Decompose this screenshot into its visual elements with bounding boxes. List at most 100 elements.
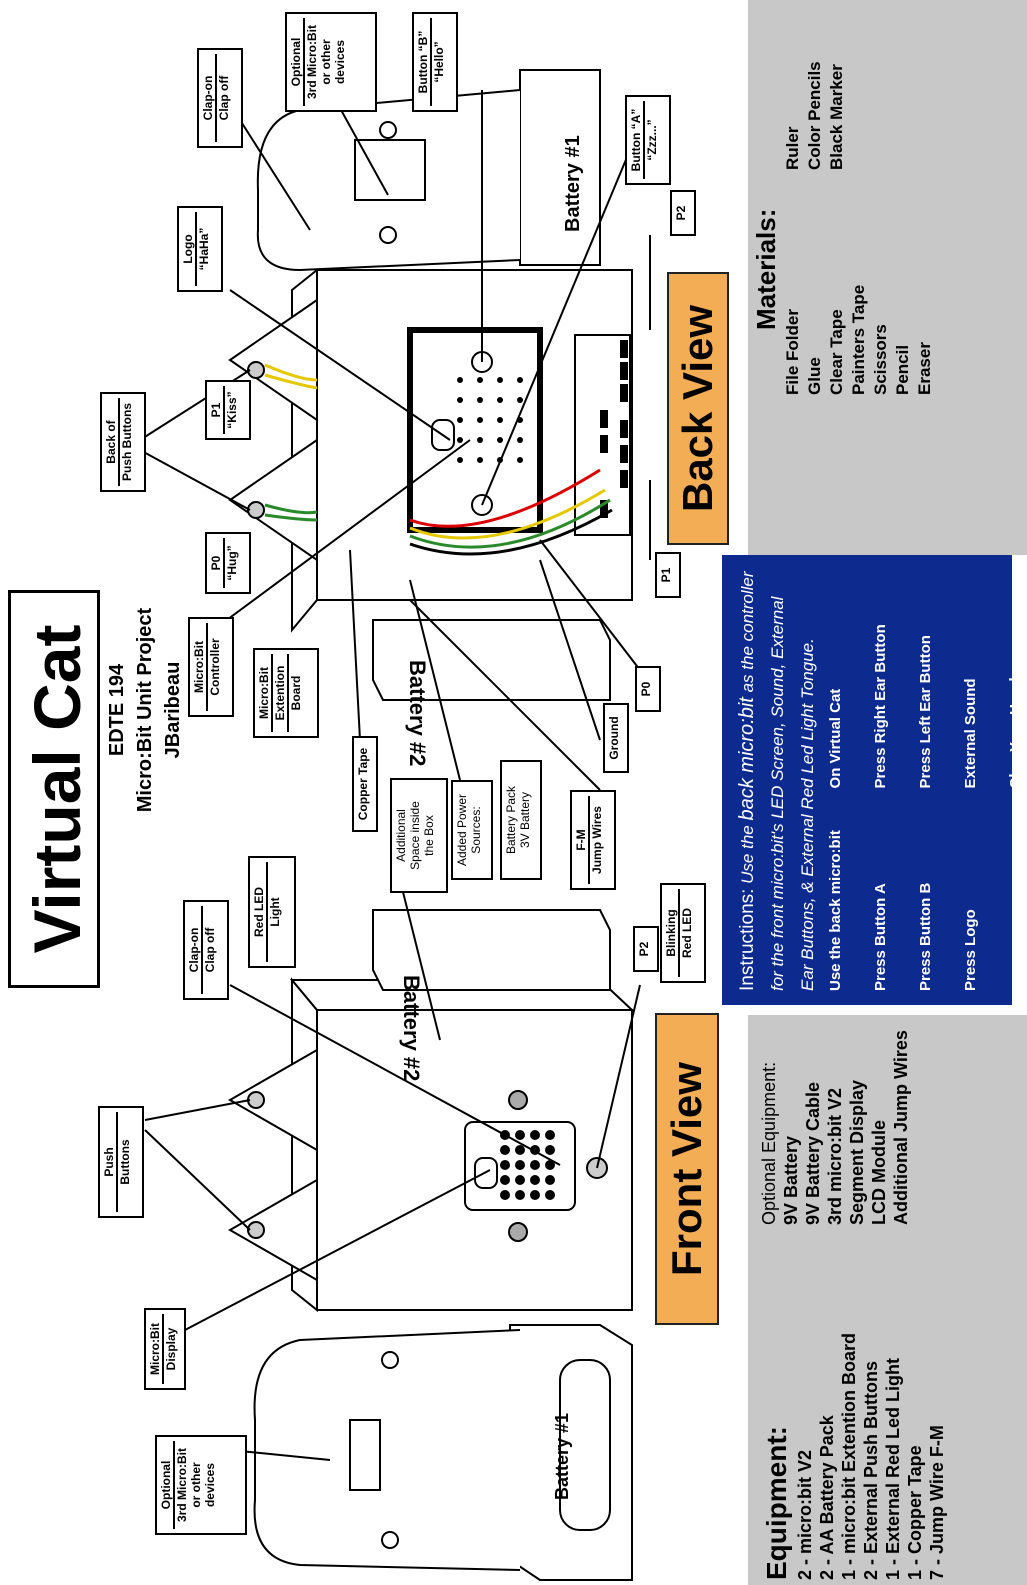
list-item: Color Pencils xyxy=(805,61,824,170)
label-microbit-display: Micro:Bit Display xyxy=(144,1308,186,1390)
label-p2-back: P2 xyxy=(670,190,696,236)
label-microbit-ext-board: Micro:Bit Extention Board xyxy=(253,648,319,738)
label-text: “Hello” xyxy=(430,18,446,106)
label-text: Jump Wires xyxy=(588,796,604,884)
label-p1-kiss: P1 “Kiss” xyxy=(205,380,251,440)
label-text: Board xyxy=(287,654,303,732)
label-text: Clap off xyxy=(215,54,231,142)
label-text: Light xyxy=(266,862,282,962)
label-text: P2 xyxy=(637,941,651,957)
instructions-prefix: Instructions: xyxy=(737,888,758,991)
ext-board-pins xyxy=(600,340,628,518)
label-text: 3rd Micro:Bit xyxy=(173,1441,189,1529)
list-item: 2 - External Push Buttons xyxy=(861,1360,881,1580)
label-text: Battery #2 xyxy=(405,660,430,767)
label-fm-jump: F-M Jump Wires xyxy=(570,790,616,890)
front-right-ear-button xyxy=(247,1221,265,1239)
label-added-power: Added Power Sources: xyxy=(451,780,493,880)
subtitle-author: JBaribeau xyxy=(162,560,185,860)
front-right-ear xyxy=(227,1178,318,1282)
label-text: Sources: xyxy=(469,806,483,854)
front-view-label: Front View xyxy=(655,1013,719,1325)
front-cat xyxy=(253,1329,521,1571)
label-text: Ground xyxy=(607,716,621,760)
front-view-text: Front View xyxy=(663,1062,710,1276)
label-text: Optional xyxy=(289,37,303,87)
equipment-heading: Equipment: xyxy=(761,1426,792,1580)
label-text: P0 xyxy=(209,555,223,571)
battery2-back-text: Battery #2 xyxy=(404,660,430,766)
label-optional-front: Optional 3rd Micro:Bit or other devices xyxy=(155,1435,247,1535)
label-text: Copper Tape xyxy=(356,747,370,821)
back-view-label: Back View xyxy=(667,272,729,545)
label-text: “HaHa” xyxy=(195,212,211,286)
materials-col2: Ruler Color Pencils Black Marker xyxy=(782,20,848,170)
materials-list: Materials: xyxy=(750,130,782,330)
label-text: Battery Pack xyxy=(504,785,518,855)
list-item: Ruler xyxy=(783,126,802,170)
label-optional-back: Optional 3rd Micro:Bit or other devices xyxy=(285,12,377,112)
label-ground: Ground xyxy=(603,703,629,773)
label-text: Space inside xyxy=(408,801,422,870)
label-p2-front: P2 xyxy=(633,926,659,972)
front-left-ear-button xyxy=(247,1091,265,1109)
label-text: Clap off xyxy=(201,906,217,994)
label-text: devices xyxy=(333,39,347,85)
label-text: P0 xyxy=(639,681,653,697)
list-item: 2 - micro:bit V2 xyxy=(795,1449,815,1580)
table-cell: Press Button B xyxy=(917,882,934,991)
label-button-a: Button “A” “Zzz...” xyxy=(625,95,671,185)
table-cell: Clap Your Hands xyxy=(1007,668,1024,789)
list-item: 7 - Jump Wire F-M xyxy=(927,1425,947,1580)
list-item: Glue xyxy=(805,357,824,395)
label-battery-pack: Battery Pack 3V Battery xyxy=(500,760,542,880)
front-left-ear xyxy=(227,1048,318,1152)
label-logo-haha: Logo “HaHa” xyxy=(177,206,223,292)
label-text: P2 xyxy=(674,205,688,221)
list-item: Painters Tape xyxy=(849,284,868,395)
label-additional-space: Additional Space inside the Box xyxy=(390,778,448,893)
optional-equipment-list: Optional Equipment: 9V Battery 9V Batter… xyxy=(758,1005,912,1225)
label-copper-tape: Copper Tape xyxy=(352,736,378,832)
label-text: or other xyxy=(319,39,333,85)
label-text: Battery #1 xyxy=(552,1412,572,1500)
label-text: Red LED xyxy=(678,889,694,977)
label-text: P1 xyxy=(209,402,223,418)
list-item: 9V Battery Cable xyxy=(803,1081,823,1225)
label-text: devices xyxy=(203,1462,217,1508)
back-view-text: Back View xyxy=(674,304,721,513)
label-text: 3V Battery xyxy=(518,791,532,849)
equipment-panel-bg xyxy=(748,1015,1027,1585)
label-clap-front: Clap-on Clap off xyxy=(183,900,229,1000)
materials-heading: Materials: xyxy=(751,208,781,330)
label-text: Micro:Bit xyxy=(257,667,271,719)
back-left-ear xyxy=(228,298,318,422)
list-item: LCD Module xyxy=(869,1120,889,1225)
label-text: P1 xyxy=(659,567,673,583)
label-text: Micro:Bit xyxy=(192,641,206,693)
title-box: Virtual Cat xyxy=(8,590,100,988)
label-text: Blinking xyxy=(664,909,678,957)
label-text: Micro:Bit xyxy=(148,1323,162,1375)
materials-col1: File Folder Glue Clear Tape Painters Tap… xyxy=(782,215,936,395)
label-text: F-M xyxy=(574,829,588,851)
label-p0-back-low: P0 xyxy=(635,666,661,712)
label-button-b: Button “B” “Hello” xyxy=(412,12,458,112)
equipment-list: Equipment: 2 - micro:bit V2 2 - AA Batte… xyxy=(760,1250,948,1580)
subtitle-project: Micro:Bit Unit Project xyxy=(134,510,157,910)
list-item: Eraser xyxy=(915,342,934,395)
list-item: Black Marker xyxy=(827,64,846,170)
list-item: Pencil xyxy=(893,344,912,395)
subtitle-course: EDTE 194 xyxy=(106,560,129,860)
label-text: Push Buttons xyxy=(118,398,134,486)
label-text: Clap-on xyxy=(201,75,215,121)
table-cell xyxy=(1007,788,1027,991)
author-text: JBaribeau xyxy=(162,661,184,759)
label-text: Push xyxy=(102,1147,116,1177)
list-item: 1 - micro:bit Extention Board xyxy=(839,1332,859,1580)
list-item: 3rd micro:bit V2 xyxy=(825,1087,845,1225)
table-cell: External Sound xyxy=(962,678,979,789)
list-item: Segment Display xyxy=(847,1079,867,1225)
label-microbit-controller: Micro:Bit Controller xyxy=(188,617,234,717)
